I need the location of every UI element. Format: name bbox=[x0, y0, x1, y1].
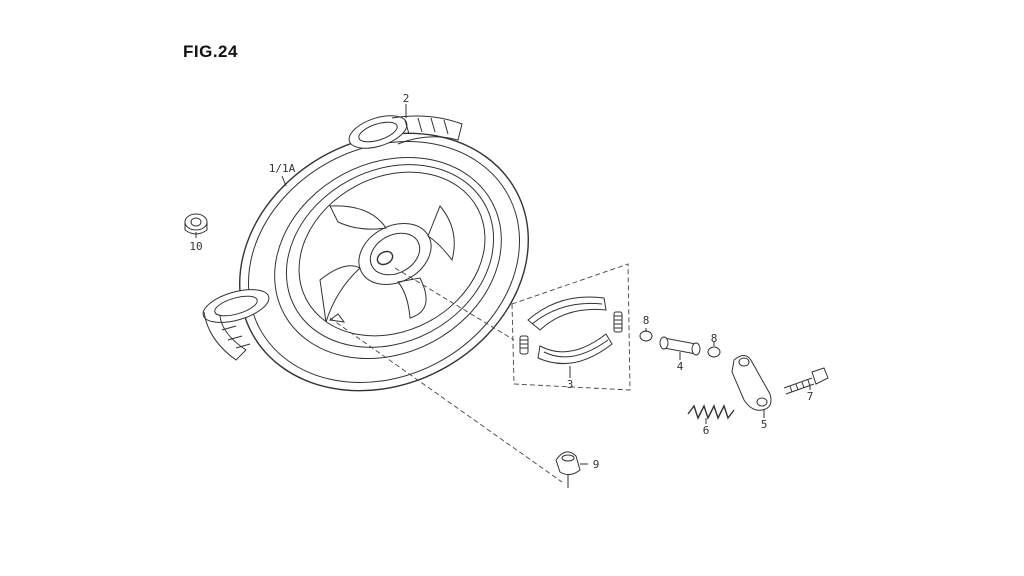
rear-wheel-icon bbox=[202, 115, 529, 392]
part-label-3: 3 bbox=[567, 378, 574, 391]
part-label-8: 8 bbox=[643, 314, 650, 327]
leader-line-shoes bbox=[394, 267, 515, 341]
wear-indicator-icon bbox=[555, 451, 581, 488]
brake-shoe-group-box bbox=[511, 263, 631, 391]
brake-cam-icon bbox=[659, 336, 701, 356]
figure-title: FIG.24 bbox=[183, 42, 238, 61]
part-label-8b: 8 bbox=[711, 332, 718, 345]
part-label-9: 9 bbox=[593, 458, 600, 471]
leader-line-indicator bbox=[329, 317, 563, 483]
brake-arm-icon bbox=[731, 355, 772, 411]
spring-icon bbox=[687, 404, 735, 420]
part-label-5: 5 bbox=[761, 418, 768, 431]
part-label-4: 4 bbox=[677, 360, 684, 373]
part-label-10: 10 bbox=[189, 240, 202, 253]
nut-icon bbox=[184, 213, 208, 235]
part-label-6: 6 bbox=[703, 424, 710, 437]
brake-shoe-icon bbox=[519, 296, 623, 364]
part-label-2: 2 bbox=[403, 92, 410, 105]
bolt-icon bbox=[783, 367, 829, 395]
part-label-7: 7 bbox=[807, 390, 814, 403]
part-label-1-1a: 1/1A bbox=[269, 162, 296, 175]
label-leaders bbox=[195, 104, 811, 465]
